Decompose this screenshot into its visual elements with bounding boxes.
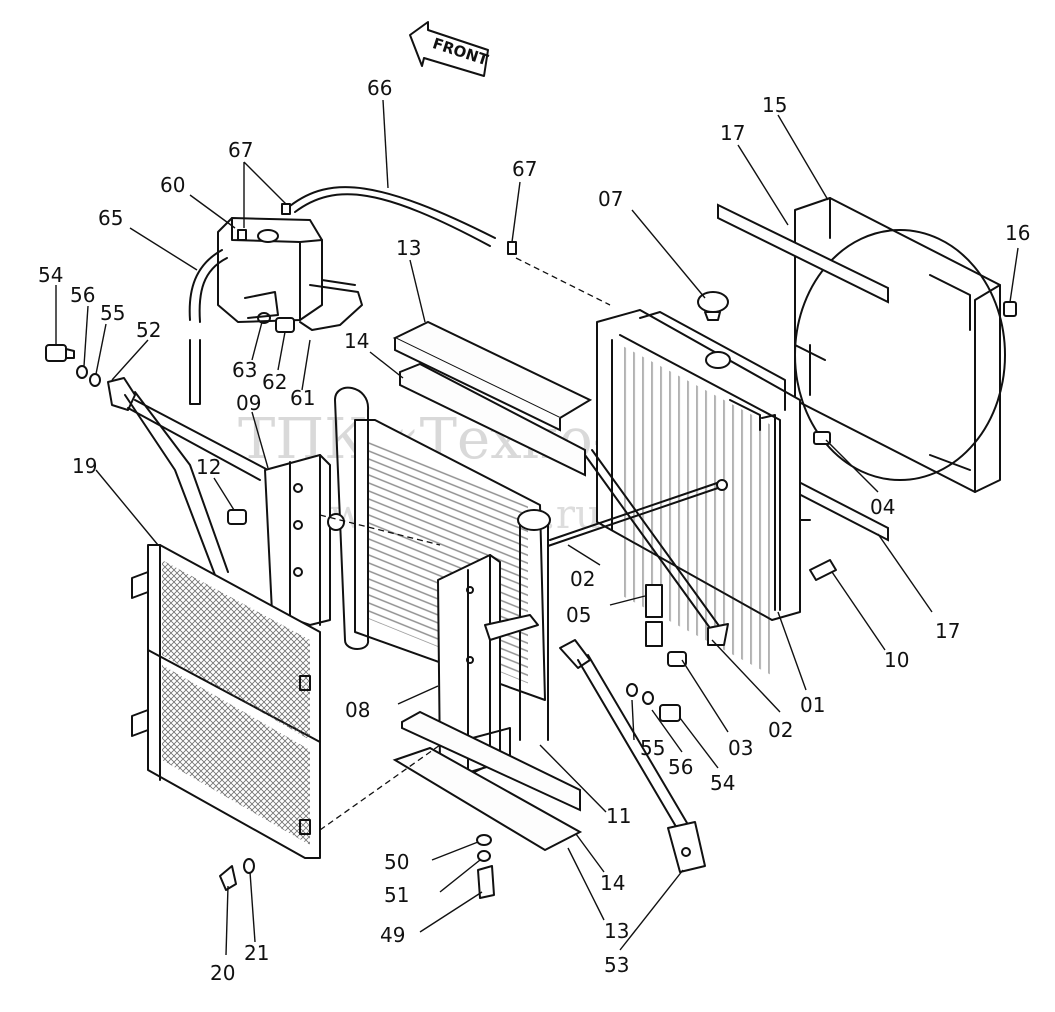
callout-08: 08 bbox=[345, 698, 370, 722]
stay-rod-53 bbox=[559, 639, 706, 873]
callout-20: 20 bbox=[210, 961, 235, 985]
callout-10: 10 bbox=[884, 648, 909, 672]
bolt-54-left bbox=[45, 344, 75, 362]
side-screen-19 bbox=[131, 544, 321, 859]
callout-66: 66 bbox=[367, 76, 392, 100]
radiator-cap bbox=[697, 291, 729, 321]
callout-labels: 66 67 67 60 65 07 17 15 16 13 14 54 56 5… bbox=[38, 76, 1030, 985]
reserve-tank bbox=[217, 203, 323, 323]
callout-07: 07 bbox=[598, 187, 623, 211]
washer-63 bbox=[257, 312, 271, 324]
fan-shroud bbox=[794, 197, 1006, 493]
callout-67-right: 67 bbox=[512, 157, 537, 181]
callout-02-lower: 02 bbox=[768, 718, 793, 742]
callout-15: 15 bbox=[762, 93, 787, 117]
callout-49: 49 bbox=[380, 923, 405, 947]
callout-03: 03 bbox=[728, 736, 753, 760]
seal-strip-upper bbox=[717, 203, 889, 304]
callout-21: 21 bbox=[244, 941, 269, 965]
callout-54-left: 54 bbox=[38, 263, 63, 287]
bolt-16 bbox=[1003, 301, 1017, 317]
washer-56-right bbox=[642, 691, 654, 705]
callout-52: 52 bbox=[136, 318, 161, 342]
callout-04: 04 bbox=[870, 495, 895, 519]
callout-09: 09 bbox=[236, 391, 261, 415]
washer-51 bbox=[477, 850, 491, 862]
bolt-03 bbox=[667, 651, 687, 667]
callout-56-left: 56 bbox=[70, 283, 95, 307]
callout-61: 61 bbox=[290, 386, 315, 410]
callout-14-upper: 14 bbox=[344, 329, 369, 353]
callout-17-upper: 17 bbox=[720, 121, 745, 145]
hose-05 bbox=[645, 584, 663, 647]
foam-seal-14-upper bbox=[399, 362, 586, 477]
washer-56-left bbox=[76, 365, 88, 379]
callout-62: 62 bbox=[262, 370, 287, 394]
callout-13-upper: 13 bbox=[396, 236, 421, 260]
bolt-54-right bbox=[659, 704, 681, 722]
leader-lines bbox=[55, 99, 1019, 956]
callout-11: 11 bbox=[606, 804, 631, 828]
callout-56-right: 56 bbox=[668, 755, 693, 779]
washer-55-right bbox=[626, 683, 638, 697]
tank-bracket bbox=[244, 279, 363, 331]
callout-19: 19 bbox=[72, 454, 97, 478]
washer-21 bbox=[243, 858, 255, 874]
callout-16: 16 bbox=[1005, 221, 1030, 245]
drain-hose bbox=[188, 249, 228, 405]
bolt-49 bbox=[477, 865, 495, 899]
foam-seal-14-lower bbox=[401, 710, 581, 812]
callout-12: 12 bbox=[196, 455, 221, 479]
thumb-screw-20 bbox=[219, 865, 237, 891]
washer-55-left bbox=[89, 373, 101, 387]
callout-55-left: 55 bbox=[100, 301, 125, 325]
bolt-10 bbox=[809, 559, 837, 581]
front-arrow-icon: FRONT bbox=[409, 21, 491, 77]
callout-51: 51 bbox=[384, 883, 409, 907]
callout-54-right: 54 bbox=[710, 771, 735, 795]
callout-05: 05 bbox=[566, 603, 591, 627]
bracket-09 bbox=[264, 454, 345, 626]
washer-50 bbox=[476, 834, 492, 846]
callout-17-lower: 17 bbox=[935, 619, 960, 643]
overflow-hose bbox=[289, 186, 496, 247]
bolt-04 bbox=[813, 431, 831, 445]
foam-seal-13-upper bbox=[392, 320, 593, 432]
bolt-12 bbox=[227, 509, 247, 525]
callout-63: 63 bbox=[232, 358, 257, 382]
callout-14-lower: 14 bbox=[600, 871, 625, 895]
stay-rod-52 bbox=[107, 377, 269, 576]
callout-50: 50 bbox=[384, 850, 409, 874]
callout-53: 53 bbox=[604, 953, 629, 977]
stay-rod-02-lower bbox=[584, 449, 729, 646]
callout-67-left: 67 bbox=[228, 138, 253, 162]
callout-02-upper: 02 bbox=[570, 567, 595, 591]
callout-60: 60 bbox=[160, 173, 185, 197]
callout-01: 01 bbox=[800, 693, 825, 717]
bolt-62 bbox=[275, 317, 295, 333]
callout-65: 65 bbox=[98, 206, 123, 230]
hose-clip-67 bbox=[507, 241, 517, 255]
foam-seal-13-lower bbox=[392, 746, 583, 852]
callout-55-right: 55 bbox=[640, 736, 665, 760]
callout-13-lower: 13 bbox=[604, 919, 629, 943]
